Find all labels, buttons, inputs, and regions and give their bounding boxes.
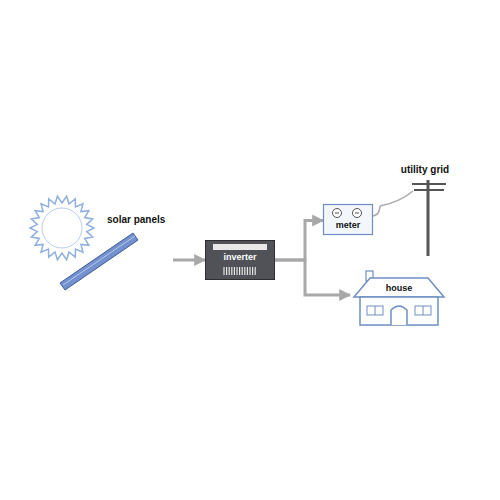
shape-part <box>415 306 431 315</box>
utility-pole: utility grid <box>380 164 470 258</box>
shape-part <box>423 306 424 315</box>
shape-part <box>412 183 446 185</box>
inverter-box: inverter <box>205 240 275 280</box>
shape-part <box>355 213 359 214</box>
house-outline-art <box>350 270 448 327</box>
shape-part <box>223 267 224 275</box>
node-label: utility grid <box>380 164 470 176</box>
sun-symbol <box>30 196 94 259</box>
meter-box: meter <box>323 204 373 235</box>
shape-part <box>380 191 413 206</box>
solar-panel: solar panels <box>55 205 173 290</box>
shape-part <box>226 267 227 275</box>
node-label: inverter <box>205 252 275 262</box>
shape-part <box>427 180 430 256</box>
shape-part <box>414 189 444 191</box>
node-label: house <box>350 283 448 293</box>
shape-part <box>206 241 275 280</box>
shape-part <box>229 267 230 275</box>
connector <box>373 206 380 216</box>
node-label: meter <box>323 220 373 230</box>
shape-part <box>234 267 235 275</box>
shape-part <box>252 267 253 275</box>
shape-part <box>60 233 138 290</box>
shape-part <box>333 209 342 218</box>
connector <box>275 260 350 295</box>
house-outline: house <box>350 270 448 327</box>
shape-part <box>335 213 339 214</box>
node-label: solar panels <box>107 214 165 226</box>
shape-part <box>239 267 240 275</box>
shape-part <box>375 306 376 315</box>
shape-part <box>231 267 232 275</box>
shape-part <box>63 236 135 285</box>
shape-part <box>367 306 383 315</box>
shape-part <box>391 306 407 325</box>
shape-part <box>255 267 256 275</box>
shape-part <box>353 209 362 218</box>
meter-box-art <box>323 204 373 235</box>
shape-part <box>324 205 373 235</box>
shape-part <box>236 267 237 275</box>
shape-part <box>360 297 438 325</box>
shape-part <box>249 267 250 275</box>
connector <box>275 221 323 261</box>
shape-part <box>244 267 245 275</box>
utility-pole-art <box>380 164 470 258</box>
sun-core <box>42 208 82 248</box>
shape-part <box>247 267 248 275</box>
shape-part <box>213 244 267 250</box>
shape-part <box>242 267 243 275</box>
connector <box>173 259 205 262</box>
